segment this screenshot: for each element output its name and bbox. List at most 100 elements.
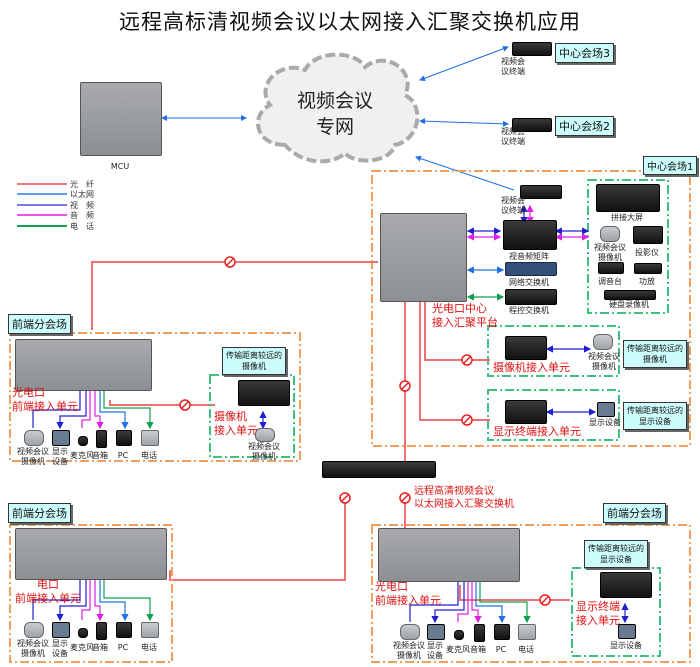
- camera-icon: [24, 622, 44, 638]
- video-wall-label: 拼接大屏: [611, 213, 643, 222]
- front-2-dev-pc: PC: [117, 643, 129, 652]
- site-tag-center2: 中心会场2: [555, 116, 614, 136]
- front-1-remote-camera-label: 视频会议 摄像机: [248, 442, 280, 461]
- camera-icon: [400, 624, 420, 640]
- phone-icon: [141, 430, 159, 446]
- front-3-dev-speaker: 音箱: [470, 645, 486, 654]
- site-tag-front-right-bottom: 前端分会场: [603, 503, 666, 523]
- cloud-line2: 专网: [315, 116, 354, 138]
- display-icon: [52, 430, 70, 446]
- video-terminal-2-label: 视频会 议终端: [501, 127, 525, 146]
- legend-fiber: 光 纤: [70, 180, 94, 189]
- front-2-dev-camera: 视频会议 摄像机: [17, 639, 49, 658]
- video-terminal-1: [520, 185, 562, 199]
- legend-ethernet: 以太网: [70, 190, 94, 199]
- microphone-icon: [78, 436, 88, 446]
- center-remote-display: [597, 402, 615, 417]
- front-1-dev-mic: 麦克风: [70, 451, 94, 460]
- pc-icon: [494, 624, 510, 640]
- microphone-icon: [78, 628, 88, 638]
- amplifier-label: 功放: [639, 277, 655, 286]
- front-2-dev-speaker: 音箱: [92, 643, 108, 652]
- mcu-device: [80, 82, 162, 156]
- dvr-label: 硬盘录像机: [609, 300, 649, 309]
- pc-icon: [116, 622, 132, 638]
- front-1-remote-note: 传输距离较远的 摄像机: [222, 347, 286, 375]
- front-3-dev-display: 显示 设备: [427, 641, 443, 660]
- video-wall: [596, 184, 660, 212]
- legend-lines: [17, 183, 67, 227]
- front-3-remote-display-label: 显示设备: [610, 641, 642, 650]
- front-access-unit-2: [15, 528, 167, 580]
- site-tag-center1: 中心会场1: [643, 156, 698, 175]
- front-2-dev-phone: 电话: [141, 643, 157, 652]
- front-3-display-unit-label: 显示终端 接入单元: [576, 600, 620, 627]
- video-terminal-2: [512, 118, 552, 132]
- projector-label: 投影仪: [635, 248, 659, 257]
- center-camera: [600, 226, 620, 242]
- front-3-dev-pc: PC: [495, 645, 507, 654]
- dvr: [604, 290, 656, 300]
- front-1-dev-pc: PC: [117, 451, 129, 460]
- site-tag-front-left-bottom: 前端分会场: [8, 503, 71, 523]
- front-3-display-access-unit: [600, 572, 652, 598]
- network-switch: [505, 262, 557, 276]
- pc-icon: [116, 430, 132, 446]
- aggregation-switch: [322, 461, 436, 478]
- front-1-remote-camera: [255, 428, 275, 442]
- site-tag-front-left-top: 前端分会场: [8, 314, 71, 334]
- front-1-dev-phone: 电话: [141, 451, 157, 460]
- video-terminal-3: [512, 42, 552, 56]
- phone-icon: [518, 624, 536, 640]
- video-terminal-3-label: 视频会 议终端: [501, 57, 525, 76]
- phone-icon: [141, 622, 159, 638]
- front-access-unit-3: [378, 528, 520, 582]
- front-unit-3-label: 光电口 前端接入单元: [375, 580, 441, 607]
- front-1-dev-speaker: 音箱: [92, 451, 108, 460]
- note-remote-camera: 传输距离较远的 摄像机: [623, 340, 687, 368]
- front-access-unit-1: [15, 339, 152, 391]
- front-3-dev-mic: 麦克风: [446, 645, 470, 654]
- speaker-icon: [96, 430, 107, 448]
- aggregation-switch-label: 远程高清视频会议 以太网接入汇聚交换机: [414, 486, 514, 510]
- center-remote-display-label: 显示设备: [589, 418, 621, 427]
- speaker-icon: [96, 622, 107, 640]
- network-cloud: [256, 52, 420, 164]
- legend-video: 视 频: [70, 201, 94, 210]
- center-platform-label: 光电口中心 接入汇聚平台: [432, 302, 498, 329]
- front-2-dev-display: 显示 设备: [52, 639, 68, 658]
- diagram-title: 远程高标清视频会议以太网接入汇聚交换机应用: [119, 10, 581, 34]
- legend-audio: 音 频: [70, 211, 94, 220]
- av-matrix-label: 视音频矩阵: [509, 252, 549, 261]
- cloud-label: 视频会议 专网: [280, 88, 390, 140]
- pbx-switch: [505, 289, 557, 305]
- front-1-dev-camera: 视频会议 摄像机: [17, 447, 49, 466]
- center-remote-camera: [593, 334, 613, 350]
- front-1-camera-unit-label: 摄像机 接入单元: [214, 410, 258, 437]
- center-camera-unit-label: 摄像机接入单元: [493, 361, 570, 374]
- front-3-dev-camera: 视频会议 摄像机: [393, 641, 425, 660]
- mixer: [598, 262, 624, 274]
- front-unit-2-label: 电口 前端接入单元: [15, 578, 81, 605]
- video-terminal-1-label: 视频会 议终端: [501, 196, 525, 215]
- center-camera-access-unit: [505, 336, 547, 360]
- amplifier: [634, 263, 662, 274]
- front-unit-1-label: 光电口 前端接入单元: [12, 386, 78, 413]
- network-switch-label: 网络交换机: [509, 278, 549, 287]
- projector: [633, 226, 663, 244]
- front-3-remote-display: [618, 624, 636, 639]
- speaker-icon: [474, 624, 485, 642]
- center-display-access-unit: [505, 400, 547, 424]
- display-icon: [52, 622, 70, 638]
- legend-phone: 电 话: [70, 222, 94, 231]
- pbx-switch-label: 程控交换机: [509, 306, 549, 315]
- front-1-dev-display: 显示 设备: [52, 447, 68, 466]
- front-2-dev-mic: 麦克风: [70, 643, 94, 652]
- camera-icon: [24, 430, 44, 446]
- display-icon: [427, 624, 445, 640]
- center-remote-camera-label: 视频会议 摄像机: [588, 352, 620, 371]
- fiber-markers: [179, 256, 551, 606]
- center-camera-label: 视频会议 摄像机: [594, 243, 626, 262]
- site-tag-center3: 中心会场3: [555, 43, 614, 63]
